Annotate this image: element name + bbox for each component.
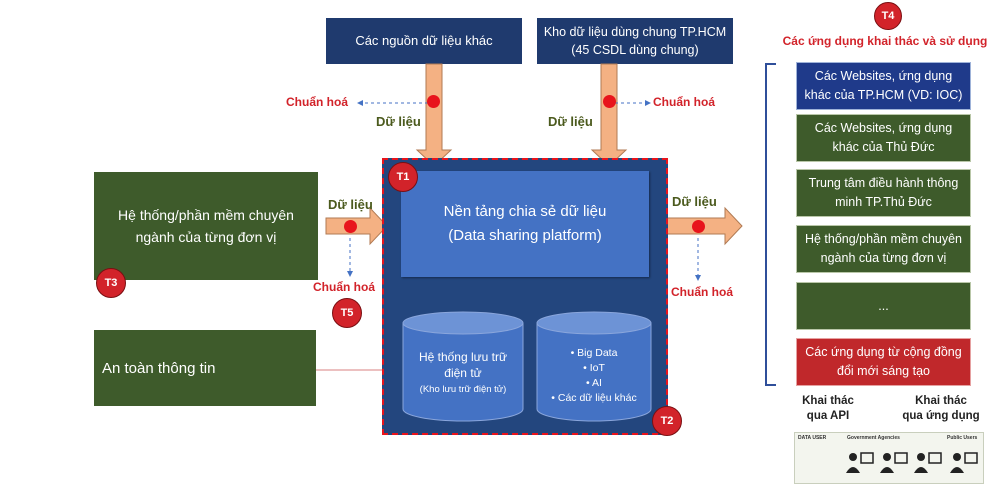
label-standardize: Chuẩn hoá xyxy=(671,285,733,299)
label-standardize: Chuẩn hoá xyxy=(313,280,375,294)
bigdata-item: • AI xyxy=(586,377,602,389)
app-thuduc-websites: Các Websites, ứng dụng khác của Thủ Đức xyxy=(796,114,971,162)
arrow-other-to-platform xyxy=(415,63,453,167)
app-community-innovation: Các ứng dụng từ cộng đồng đổi mới sáng t… xyxy=(796,338,971,386)
badge-t5: T5 xyxy=(332,298,362,328)
badge-t2: T2 xyxy=(652,406,682,436)
app-smart-ops-center: Trung tâm điều hành thông minh TP.Thủ Đứ… xyxy=(796,169,971,217)
storage-subtitle: (Kho lưu trữ điện tử) xyxy=(419,384,507,395)
app-more: ... xyxy=(796,282,971,330)
access-api-label: Khai thác qua API xyxy=(802,395,854,422)
source-other-data: Các nguồn dữ liệu khác xyxy=(326,18,522,64)
badge-t4: T4 xyxy=(874,2,902,30)
storage-cylinder xyxy=(402,311,524,422)
label-data: Dữ liệu xyxy=(548,114,593,129)
badge-t3: T3 xyxy=(96,268,126,298)
app-hcm-websites: Các Websites, ứng dụng khác của TP.HCM (… xyxy=(796,62,971,110)
bigdata-item: • Big Data xyxy=(570,347,618,359)
label-standardize: Chuẩn hoá xyxy=(286,95,348,109)
arrow-store-to-platform xyxy=(590,63,628,167)
infosec-box: An toàn thông tin xyxy=(94,330,316,406)
user-icons xyxy=(846,452,978,473)
marker-dot xyxy=(603,95,616,108)
storage-title: Hệ thống lưu trữ điện tử xyxy=(418,350,508,380)
bigdata-item: • IoT xyxy=(583,362,605,374)
source-shared-store: Kho dữ liệu dùng chung TP.HCM (45 CSDL d… xyxy=(537,18,733,64)
app-unit-systems: Hệ thống/phần mềm chuyên ngành của từng … xyxy=(796,225,971,273)
badge-t1: T1 xyxy=(388,162,418,192)
label-data: Dữ liệu xyxy=(328,197,373,212)
bigdata-list: • Big Data • IoT • AI • Các dữ liệu khác xyxy=(537,346,651,406)
marker-dot xyxy=(692,220,705,233)
thumb-public: Public Users xyxy=(947,435,978,441)
marker-dot xyxy=(427,95,440,108)
label-data: Dữ liệu xyxy=(672,194,717,209)
data-sharing-platform: Nền tảng chia sẻ dữ liệu (Data sharing p… xyxy=(401,171,649,277)
bigdata-item: • Các dữ liệu khác xyxy=(551,392,637,404)
users-thumbnail: DATA USER Government Agencies Public Use… xyxy=(794,432,984,484)
marker-dot xyxy=(344,220,357,233)
apps-bracket xyxy=(765,63,776,386)
label-standardize: Chuẩn hoá xyxy=(653,95,715,109)
left-unit-system: Hệ thống/phần mềm chuyên ngành của từng … xyxy=(94,172,318,280)
thumb-data-user: DATA USER xyxy=(798,435,827,441)
access-app-label: Khai thác qua ứng dụng xyxy=(902,395,980,422)
bigdata-cylinder xyxy=(536,311,652,422)
label-data: Dữ liệu xyxy=(376,114,421,129)
thumb-gov: Government Agencies xyxy=(847,435,900,441)
apps-heading: Các ứng dụng khai thác và sử dụng xyxy=(782,34,988,48)
